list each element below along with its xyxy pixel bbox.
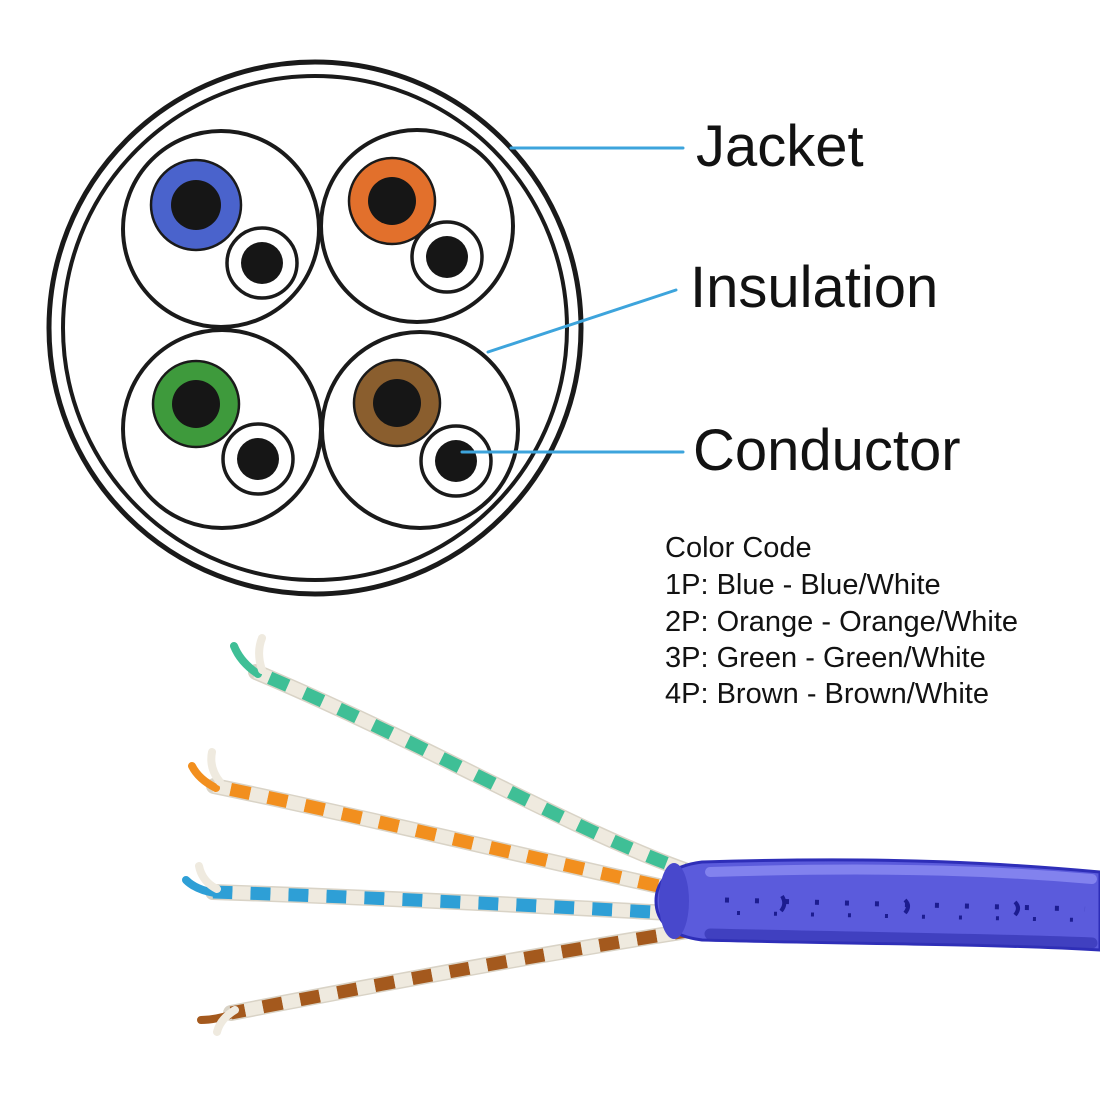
jacket-inner-ring (61, 74, 569, 582)
jacket-label: Jacket (696, 114, 864, 179)
pair-3-green (121, 328, 323, 530)
blue-pair-wire (212, 885, 689, 921)
blue-pair-tip (182, 876, 219, 897)
twisted-pair-blue (182, 862, 696, 922)
cable-jacket (654, 858, 1100, 952)
green-pair-wire (253, 666, 705, 883)
color-code-entry-1: 1P: Blue - Blue/White (665, 569, 941, 601)
cable-jacket-outline (654, 858, 1100, 952)
print-glyph-2 (903, 898, 910, 915)
cable-print-marks (724, 894, 1086, 922)
orange-pair-tip (188, 762, 220, 792)
pair-4-brown (320, 330, 520, 530)
cross-section (46, 59, 584, 597)
print-glyph-1 (779, 894, 787, 913)
color-code-title: Color Code (665, 532, 812, 564)
green-pair-white-tip (255, 634, 266, 674)
orange-pair-white-wire (212, 779, 697, 901)
cable-illustration (182, 634, 1100, 1036)
blue-pair-white-tip (195, 862, 221, 893)
brown-conductor-core (373, 379, 421, 427)
brown-pair-white-tip (213, 1006, 239, 1036)
brown-pair-white-wire (229, 923, 695, 1020)
conductor-label: Conductor (693, 418, 961, 483)
insulation-label: Insulation (690, 255, 938, 320)
color-code-entry-4: 4P: Brown - Brown/White (665, 678, 989, 710)
pair-2-white-core (426, 236, 468, 278)
green-pair-white-wire (253, 666, 705, 883)
twisted-pair-brown (197, 922, 702, 1036)
print-glyph-3 (1013, 900, 1020, 917)
green-pair-tip (230, 642, 262, 678)
insulation-leader-line (486, 288, 678, 354)
pair-1-white-core (241, 242, 283, 284)
color-code-entry-3: 3P: Green - Green/White (665, 642, 986, 674)
orange-pair-white-tip (207, 748, 224, 786)
callouts: Jacket Insulation Conductor (460, 114, 961, 483)
cable-end-cap (659, 863, 689, 939)
cable-highlight (705, 864, 1097, 884)
pair-2-orange (319, 128, 515, 324)
blue-conductor-core (171, 180, 221, 230)
cable-shading (704, 928, 1098, 949)
twisted-pair-green (230, 634, 710, 884)
orange-pair-wire (212, 779, 697, 901)
orange-conductor-core (368, 177, 416, 225)
pair-4-white-core (435, 440, 477, 482)
pair-3-white-core (237, 438, 279, 480)
color-code-entry-2: 2P: Orange - Orange/White (665, 606, 1018, 638)
twisted-pair-orange (188, 748, 703, 902)
blue-pair-white-wire (212, 885, 689, 921)
brown-pair-wire (229, 923, 695, 1020)
pair-1-blue (121, 129, 321, 329)
color-code: Color Code 1P: Blue - Blue/White 2P: Ora… (665, 532, 1018, 710)
green-conductor-core (172, 380, 220, 428)
